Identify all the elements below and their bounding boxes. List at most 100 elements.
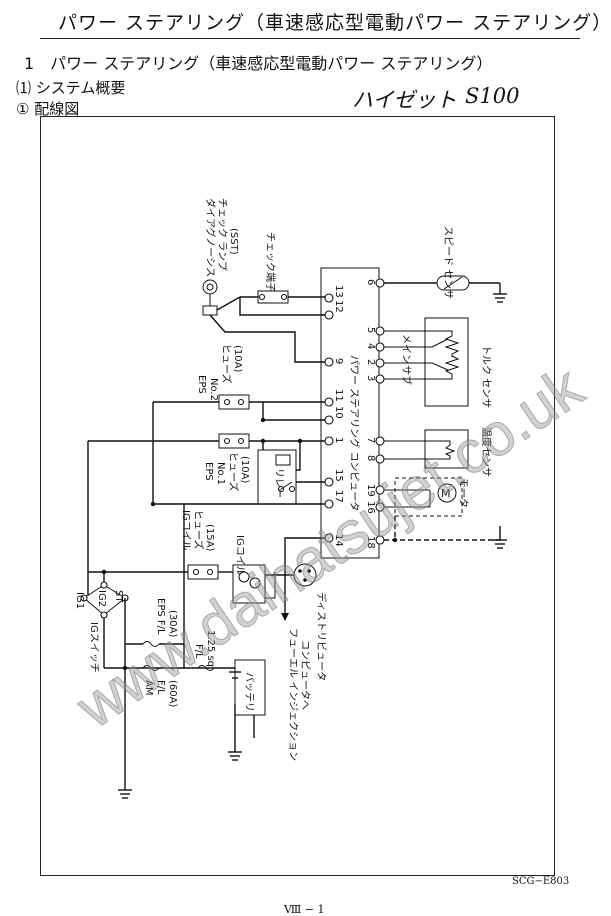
fl-sq-l1: F/L <box>193 644 204 659</box>
am-fl-l2: F/L <box>155 680 166 695</box>
power-wiring <box>88 401 325 507</box>
pin-1-label: 1 <box>333 437 344 443</box>
ig-coil-fuse-l2: ヒューズ <box>192 510 205 550</box>
pin-15-label: 15 <box>333 469 344 482</box>
pin-11-terminal <box>324 397 334 407</box>
diag-lamp-label-3: (SST) <box>228 228 239 255</box>
sub-label: サブ <box>400 365 413 385</box>
pin-6-terminal <box>375 278 385 288</box>
pin-2-terminal <box>375 358 385 368</box>
watermark: www.daihatsujet.co.uk <box>64 353 595 742</box>
eps-fl-l1: EPS F/L <box>155 598 166 635</box>
ig-coil-fuse-l3: (15A) <box>204 524 215 551</box>
pin-15-terminal <box>324 477 334 487</box>
eps2-fuse-l4: (10A) <box>232 345 243 372</box>
pin-8-terminal <box>375 454 385 464</box>
motor-label: モータ <box>457 478 469 508</box>
motor-block: M モータ <box>384 477 507 549</box>
ground-symbols <box>118 668 255 799</box>
eps2-fuse-l3: ヒューズ <box>220 344 233 384</box>
pin-1-terminal <box>324 436 334 446</box>
page-number: Ⅷ − 1 <box>284 903 325 916</box>
pin-12-label: 12 <box>333 300 344 313</box>
ig-switch: IG1 IG2 ST IGスイッチ <box>74 441 129 673</box>
computer-box <box>320 267 380 559</box>
ig-switch-label: IGスイッチ <box>88 622 100 673</box>
diag-lamp: ダイアグノーシス チェック ランプ (SST) <box>202 198 239 316</box>
pin-5-label: 5 <box>365 327 376 333</box>
pin-19-label: 19 <box>365 484 376 497</box>
pin-terminals <box>324 278 385 545</box>
eps2-fuse-l1: EPS <box>196 375 207 394</box>
computer-label: パワー ステアリング コンピュータ <box>348 355 361 511</box>
main-label: メイン <box>400 334 411 364</box>
pin-9-label: 9 <box>333 358 344 364</box>
pin-14-label: 14 <box>333 534 344 547</box>
ignition-wiring: フューエル インジェクション コンピュータへ <box>88 537 325 761</box>
ig-coil: IGコイル <box>232 535 266 604</box>
eps1-fuse-l4: (10A) <box>239 456 250 483</box>
pin-7-terminal <box>375 436 385 446</box>
diag-lamp-label-2: チェック ランプ <box>216 198 228 271</box>
section-heading: 1 パワー ステアリング（車速感応型電動パワー ステアリング） <box>24 54 493 73</box>
pin-3-label: 3 <box>365 375 376 381</box>
check-terminal: チェック端子 <box>216 232 325 311</box>
ig1-label: IG1 <box>74 592 85 609</box>
ig-coil-label: IGコイル <box>234 535 245 576</box>
pin-8-label: 8 <box>365 455 376 461</box>
relay: リレー <box>257 449 297 505</box>
eps-no1-fuse: EPS No.1 ヒューズ (10A) <box>203 433 250 492</box>
wire-pin-9 <box>209 314 325 363</box>
pin-9-terminal <box>324 357 334 367</box>
torque-sensor: メイン サブ トルク センサ <box>384 317 492 408</box>
motor-symbol: M <box>441 487 451 500</box>
pin-3-terminal <box>375 374 385 384</box>
ig-coil-fuse-l1: IGコイル <box>180 510 191 551</box>
temperature-sensor: 温度センサ <box>384 427 493 477</box>
diagram-frame <box>40 116 555 876</box>
pin-2-label: 2 <box>365 359 376 365</box>
pin-10-label: 10 <box>333 406 344 419</box>
wire-pin-12 <box>239 297 325 316</box>
fl-sq-l2: 1.25 sq <box>205 630 216 667</box>
fuel-injection-l2: コンピュータへ <box>299 640 311 710</box>
eps-no2-fuse: EPS No.2 ヒューズ (10A) <box>196 344 250 410</box>
torque-sensor-label: トルク センサ <box>480 345 492 408</box>
eps-fl-l2: (30A) <box>167 610 178 637</box>
eps1-fuse-l3: ヒューズ <box>227 452 240 492</box>
battery-label: バッテリ <box>243 672 255 712</box>
check-terminal-label: チェック端子 <box>264 232 277 292</box>
pin-6-label: 6 <box>365 279 376 285</box>
fuel-injection-l1: フューエル インジェクション <box>287 628 299 761</box>
am-fl-l1: AM <box>143 680 154 695</box>
figure-reference: SCG−E803 <box>512 876 570 887</box>
speed-sensor: スピード センサ <box>384 226 507 303</box>
pin-5-terminal <box>375 326 385 336</box>
ig2-label: IG2 <box>96 590 107 607</box>
speed-sensor-label: スピード センサ <box>442 226 454 299</box>
subsection-wiring-diagram: ① 配線図 <box>16 100 80 118</box>
pin-13-label: 13 <box>333 285 344 298</box>
pin-4-terminal <box>375 342 385 352</box>
handwritten-model-note: ハイゼット <box>352 88 457 112</box>
ig-coil-fuse: IGコイル ヒューズ (15A) <box>180 510 219 580</box>
am-fl-l3: (60A) <box>167 680 178 707</box>
battery: バッテリ <box>228 659 266 761</box>
eps2-fuse-l2: No.2 <box>208 378 219 401</box>
handwritten-code-note: S100 <box>465 84 520 108</box>
eps1-fuse-l2: No.1 <box>215 462 226 485</box>
pin-7-label: 7 <box>365 437 376 443</box>
pin-11-label: 11 <box>333 389 344 402</box>
distributor-label: ディストリビュータ <box>315 592 328 681</box>
page-title: パワー ステアリング（車速感応型電動パワー ステアリング） <box>58 12 611 34</box>
pin-17-label: 17 <box>333 490 344 503</box>
st-label: ST <box>113 590 124 603</box>
pin-18-label: 18 <box>365 536 376 549</box>
pin-12-terminal <box>324 310 334 320</box>
pin-13-terminal <box>324 293 334 303</box>
subsection-system-overview: ⑴ システム概要 <box>16 79 126 97</box>
fusible-links: EPS F/L (30A) F/L 1.25 sq AM F/L (60A) <box>104 504 235 707</box>
pin-4-label: 4 <box>365 343 376 349</box>
diag-lamp-label-1: ダイアグノーシス <box>204 198 217 277</box>
